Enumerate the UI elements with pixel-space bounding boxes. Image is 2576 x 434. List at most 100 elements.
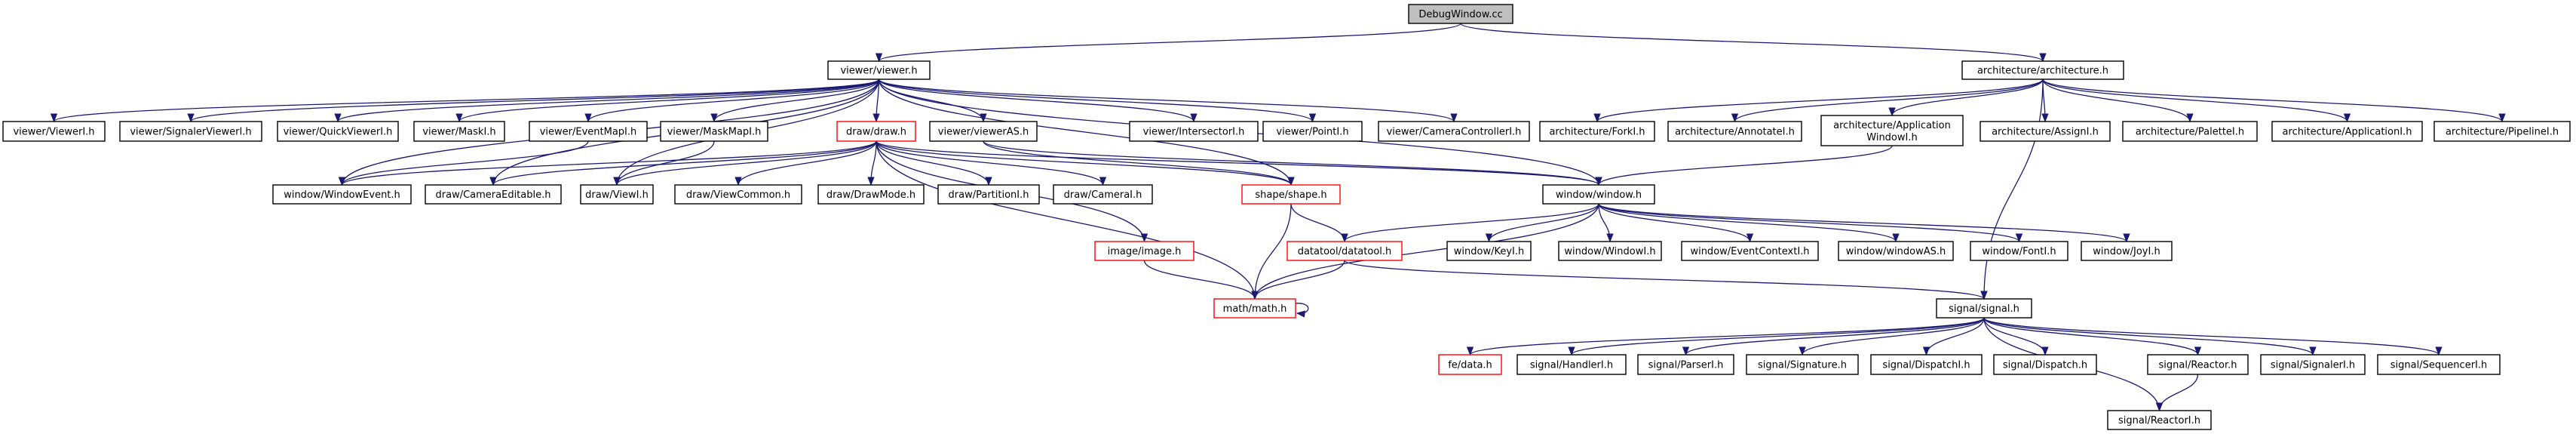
node-label: draw/DrawMode.h <box>826 189 915 201</box>
node-event-context-i[interactable]: window/EventContextI.h <box>1681 241 1819 261</box>
edge-draw-to-camera-i <box>876 140 1107 186</box>
node-box <box>2122 121 2258 142</box>
node-box <box>1438 354 1502 375</box>
node-intersector-i[interactable]: viewer/IntersectorI.h <box>1129 121 1259 142</box>
node-box <box>2147 354 2249 375</box>
node-label: viewer/CameraControllerI.h <box>1387 127 1522 138</box>
edge-signal-to-signaler-i <box>1983 317 2317 356</box>
node-box <box>425 184 562 205</box>
node-shape[interactable]: shape/shape.h <box>1241 184 1341 205</box>
node-box <box>937 184 1040 205</box>
node-dispatch[interactable]: signal/Dispatch.h <box>1993 354 2097 375</box>
node-viewer[interactable]: viewer/viewer.h <box>827 60 931 80</box>
node-mask-map-i[interactable]: viewer/MaskMapI.h <box>660 121 768 142</box>
node-box <box>929 121 1038 142</box>
node-camera-controller-i[interactable]: viewer/CameraControllerI.h <box>1378 121 1530 142</box>
node-box <box>827 60 931 80</box>
node-box <box>1681 241 1819 261</box>
node-box <box>1870 354 1983 375</box>
node-label: draw/ViewI.h <box>585 189 649 201</box>
node-event-map-i[interactable]: viewer/EventMapI.h <box>529 121 648 142</box>
node-application-i[interactable]: architecture/ApplicationI.h <box>2271 121 2423 142</box>
node-label: window/KeyI.h <box>1454 246 1524 257</box>
node-box <box>1408 4 1513 24</box>
node-key-i[interactable]: window/KeyI.h <box>1446 241 1532 261</box>
node-box <box>1539 121 1655 142</box>
node-font-i[interactable]: window/FontI.h <box>1970 241 2068 261</box>
edge-signal-to-sequencer-i <box>1983 317 2443 356</box>
node-label: viewer/IntersectorI.h <box>1143 127 1245 138</box>
node-box <box>817 184 925 205</box>
node-sequencer-i[interactable]: signal/SequencerI.h <box>2377 354 2501 375</box>
node-dispatch-i[interactable]: signal/DispatchI.h <box>1870 354 1983 375</box>
node-box <box>2107 410 2212 430</box>
edge-viewer-to-sig-viewer-i <box>187 78 880 123</box>
edge-signal-to-fedata <box>1467 317 1985 356</box>
node-reactor[interactable]: signal/Reactor.h <box>2147 354 2249 375</box>
node-box <box>836 121 916 142</box>
node-palette-i[interactable]: architecture/PaletteI.h <box>2122 121 2258 142</box>
node-annotate-i[interactable]: architecture/AnnotateI.h <box>1667 121 1802 142</box>
node-signature[interactable]: signal/Signature.h <box>1746 354 1859 375</box>
edge-arch-to-app-window-i <box>1888 78 2044 117</box>
node-reactor-i[interactable]: signal/ReactorI.h <box>2107 410 2212 430</box>
edge-viewer-to-event-map-i <box>584 78 880 123</box>
node-window-as[interactable]: window/windowAS.h <box>1838 241 1954 261</box>
node-window-i[interactable]: window/WindowI.h <box>1558 241 1662 261</box>
node-box <box>1053 184 1153 205</box>
node-label: architecture/PipelineI.h <box>2446 127 2559 138</box>
node-joy-i[interactable]: window/JoyI.h <box>2081 241 2173 261</box>
node-point-i[interactable]: viewer/PointI.h <box>1262 121 1363 142</box>
node-label: signal/HandlerI.h <box>1530 360 1613 371</box>
node-signaler-i[interactable]: signal/SignalerI.h <box>2260 354 2366 375</box>
node-mask-i[interactable]: viewer/MaskI.h <box>413 121 505 142</box>
node-fork-i[interactable]: architecture/ForkI.h <box>1539 121 1655 142</box>
edge-root-to-viewer <box>876 23 1461 63</box>
node-label: architecture/architecture.h <box>1977 66 2108 77</box>
node-box <box>1262 121 1363 142</box>
node-view-i[interactable]: draw/ViewI.h <box>580 184 654 205</box>
node-pipeline-i[interactable]: architecture/PipelineI.h <box>2433 121 2571 142</box>
node-box <box>277 121 399 142</box>
edge-window-to-window-i <box>1598 203 1614 243</box>
node-arch[interactable]: architecture/architecture.h <box>1961 60 2124 80</box>
edge-shape-to-math <box>1251 203 1292 300</box>
node-camera-i[interactable]: draw/CameraI.h <box>1053 184 1153 205</box>
node-image[interactable]: image/image.h <box>1094 241 1194 261</box>
node-label: signal/Reactor.h <box>2159 360 2237 371</box>
node-assign-i[interactable]: architecture/AssignI.h <box>1980 121 2111 142</box>
edge-draw-to-view-i <box>613 140 877 186</box>
node-handler-i[interactable]: signal/HandlerI.h <box>1516 354 1627 375</box>
node-viewer-i[interactable]: viewer/ViewerI.h <box>2 121 106 142</box>
node-window-event[interactable]: window/WindowEvent.h <box>272 184 412 205</box>
node-label: window/EventContextI.h <box>1690 246 1809 257</box>
node-root[interactable]: DebugWindow.cc <box>1408 4 1513 24</box>
edge-window-to-event-context-i <box>1598 203 1754 243</box>
node-signal[interactable]: signal/signal.h <box>1936 298 2032 319</box>
edge-window-to-joy-i <box>1598 203 2130 243</box>
node-quick-viewer-i[interactable]: viewer/QuickViewerI.h <box>277 121 399 142</box>
node-box <box>119 121 262 142</box>
node-window[interactable]: window/window.h <box>1542 184 1655 205</box>
edge-reactor-to-reactor-i <box>2155 374 2199 412</box>
node-label: viewer/MaskI.h <box>422 127 495 138</box>
edge-viewer-to-mask-i <box>455 78 880 123</box>
edge-viewer-to-viewer-i <box>51 78 880 123</box>
node-box <box>2377 354 2501 375</box>
node-math[interactable]: math/math.h <box>1213 298 1296 319</box>
node-camera-editable[interactable]: draw/CameraEditable.h <box>425 184 562 205</box>
node-datatool[interactable]: datatool/datatool.h <box>1286 241 1403 261</box>
node-label: viewer/viewer.h <box>840 66 917 77</box>
node-viewer-as[interactable]: viewer/viewerAS.h <box>929 121 1038 142</box>
node-fedata[interactable]: fe/data.h <box>1438 354 1502 375</box>
node-draw[interactable]: draw/draw.h <box>836 121 916 142</box>
node-box <box>1667 121 1802 142</box>
node-label: draw/ViewCommon.h <box>686 189 790 201</box>
node-view-common[interactable]: draw/ViewCommon.h <box>674 184 802 205</box>
node-label: viewer/SignalerViewerI.h <box>130 127 251 138</box>
node-partition-i[interactable]: draw/PartitionI.h <box>937 184 1040 205</box>
node-parser-i[interactable]: signal/ParserI.h <box>1637 354 1734 375</box>
node-draw-mode[interactable]: draw/DrawMode.h <box>817 184 925 205</box>
node-sig-viewer-i[interactable]: viewer/SignalerViewerI.h <box>119 121 262 142</box>
